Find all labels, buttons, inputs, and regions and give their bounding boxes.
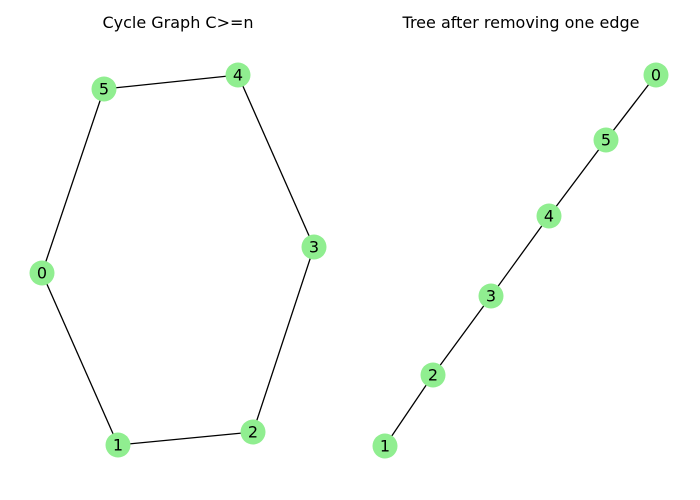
left-node-5: 5 (91, 76, 117, 102)
left-node-3: 3 (301, 234, 327, 260)
left-node-label-5: 5 (99, 80, 109, 99)
right-node-3: 3 (478, 283, 504, 309)
right-node-circle-1 (372, 433, 398, 459)
left-node-circle-3 (301, 234, 327, 260)
left-node-circle-1 (105, 432, 131, 458)
right-node-label-1: 1 (380, 437, 390, 456)
left-panel-title: Cycle Graph C>=n (102, 13, 253, 32)
left-edge-4-5 (103, 74, 239, 90)
right-panel-title: Tree after removing one edge (402, 13, 640, 32)
right-node-1: 1 (372, 433, 398, 459)
left-edge-1-2 (117, 431, 254, 446)
right-node-circle-2 (420, 362, 446, 388)
left-node-label-3: 3 (309, 238, 319, 257)
right-node-label-0: 0 (651, 66, 661, 85)
right-nodes: 0 1 2 3 4 5 (372, 62, 669, 459)
right-node-5: 5 (593, 127, 619, 153)
left-node-label-4: 4 (233, 66, 243, 85)
left-nodes: 0 1 2 3 4 5 (29, 62, 327, 458)
right-edge-5-0 (605, 74, 657, 141)
left-node-1: 1 (105, 432, 131, 458)
right-panel: Tree after removing one edge 0 1 2 3 4 5 (372, 13, 669, 459)
right-edge-4-5 (548, 139, 607, 217)
left-node-label-1: 1 (113, 436, 123, 455)
right-node-label-4: 4 (544, 207, 554, 226)
left-edges (41, 74, 315, 446)
left-edge-5-0 (41, 88, 105, 274)
left-panel: Cycle Graph C>=n 0 1 2 3 4 5 (29, 13, 327, 458)
right-node-circle-3 (478, 283, 504, 309)
left-edge-2-3 (252, 246, 315, 433)
left-node-0: 0 (29, 260, 55, 286)
right-node-label-3: 3 (486, 287, 496, 306)
right-node-circle-5 (593, 127, 619, 153)
left-edge-0-1 (41, 272, 119, 446)
right-node-2: 2 (420, 362, 446, 388)
right-edges (384, 74, 657, 447)
right-node-label-2: 2 (428, 366, 438, 385)
left-node-circle-2 (240, 419, 266, 445)
right-edge-1-2 (384, 374, 434, 447)
left-node-label-2: 2 (248, 423, 258, 442)
left-node-label-0: 0 (37, 264, 47, 283)
left-node-circle-0 (29, 260, 55, 286)
left-node-circle-5 (91, 76, 117, 102)
left-node-2: 2 (240, 419, 266, 445)
right-node-circle-0 (643, 62, 669, 88)
left-edge-3-4 (237, 74, 315, 248)
left-node-circle-4 (225, 62, 251, 88)
right-node-0: 0 (643, 62, 669, 88)
right-node-circle-4 (536, 203, 562, 229)
right-edge-3-4 (490, 215, 550, 297)
right-node-4: 4 (536, 203, 562, 229)
left-node-4: 4 (225, 62, 251, 88)
right-edge-2-3 (432, 295, 492, 376)
right-node-label-5: 5 (601, 131, 611, 150)
